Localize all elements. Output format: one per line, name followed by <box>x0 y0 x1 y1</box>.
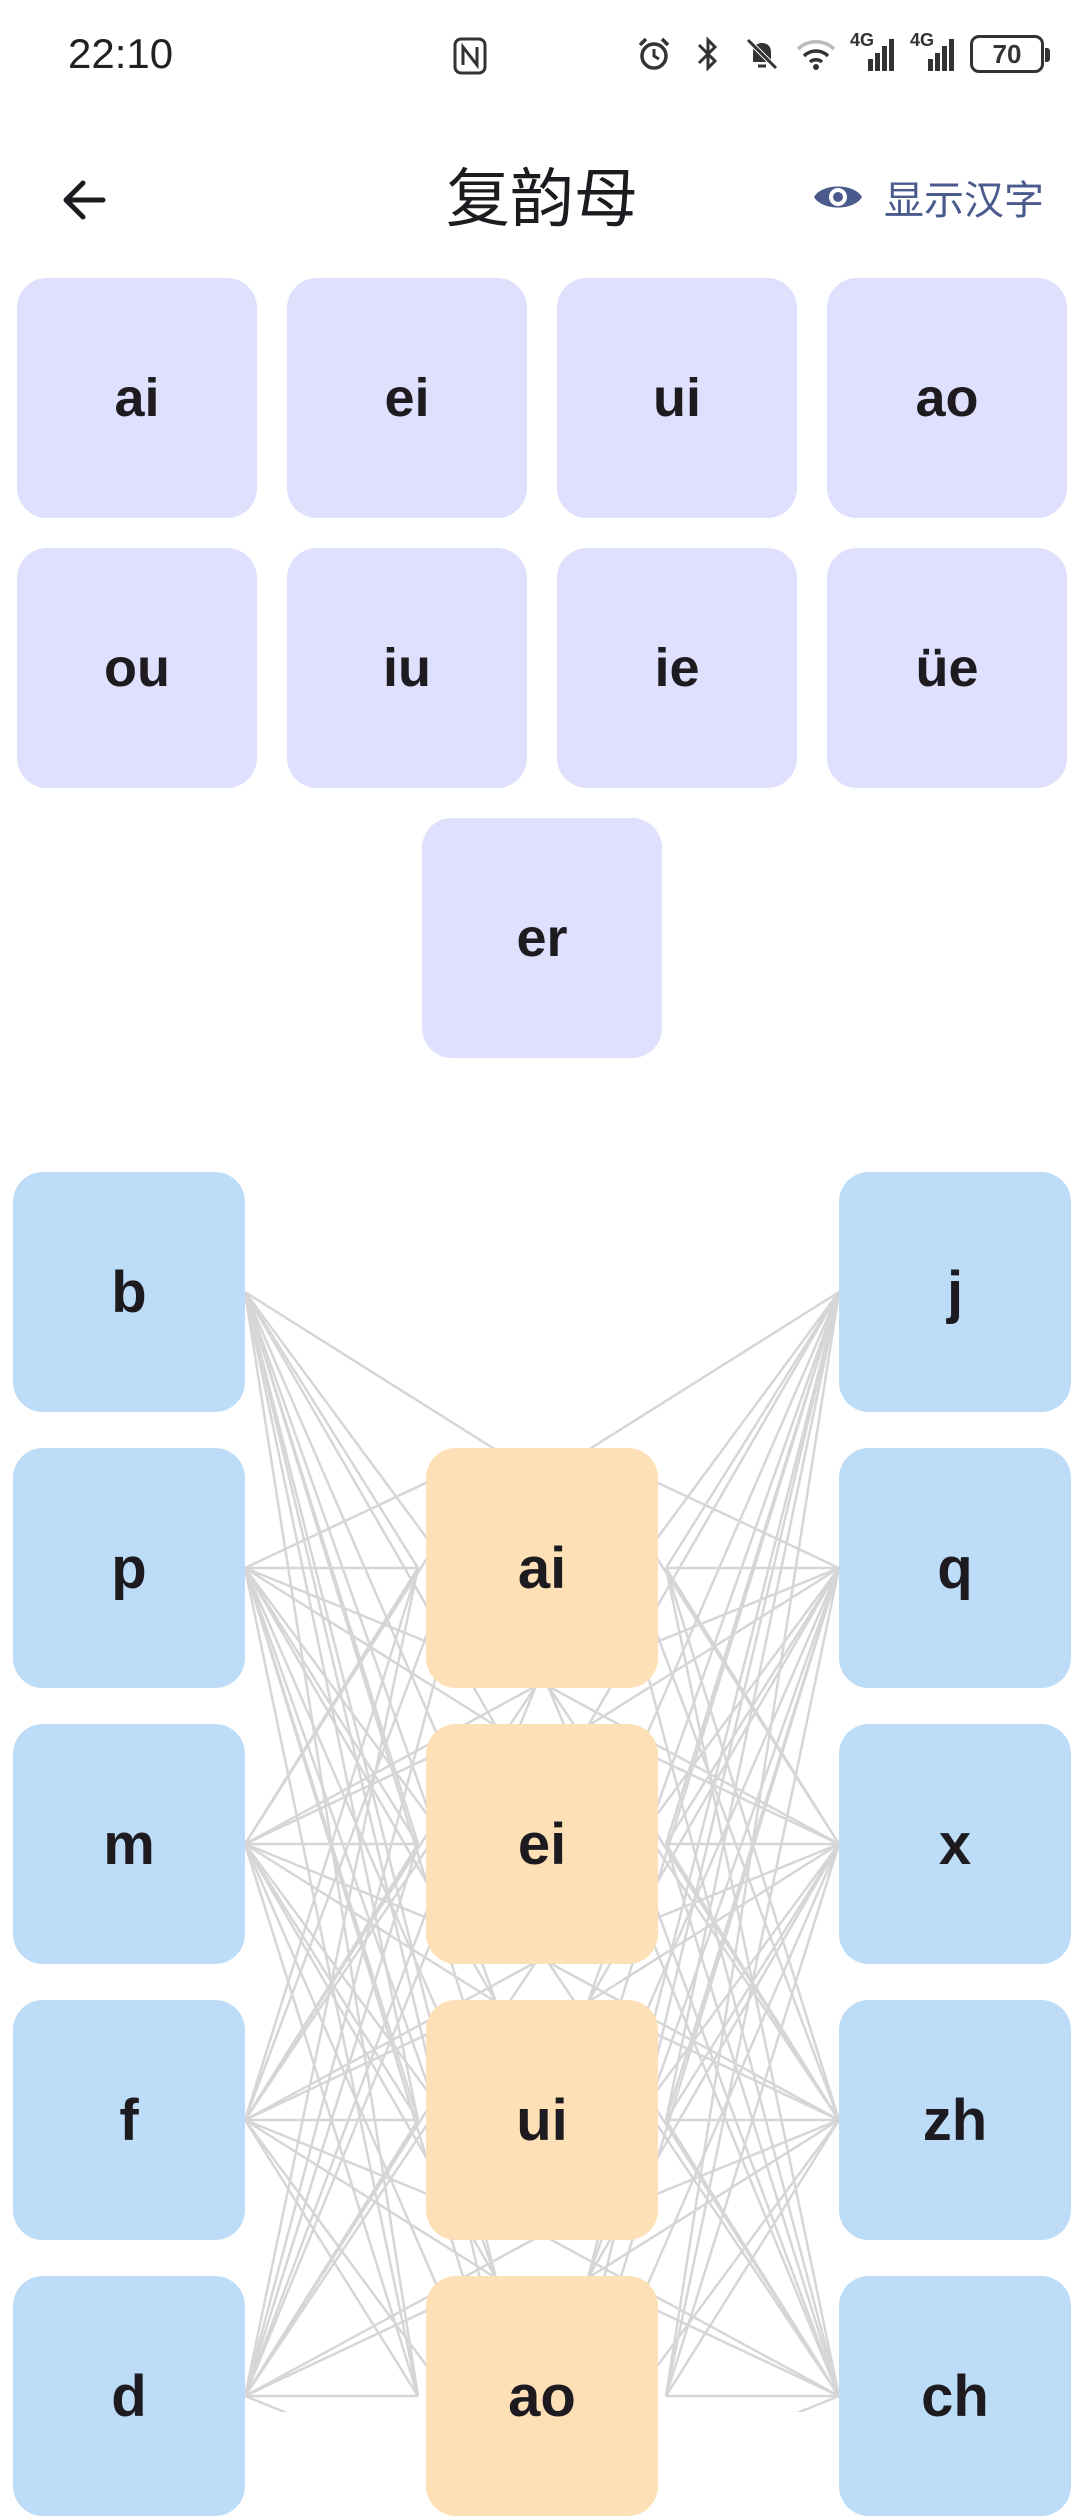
initial-tile-d[interactable]: d <box>13 2276 245 2516</box>
connection-line <box>664 1567 841 2397</box>
signal-icon: 4G <box>910 30 956 74</box>
connection-line <box>664 1843 841 2121</box>
initial-tile-b[interactable]: b <box>13 1172 245 1412</box>
nfc-icon <box>452 36 488 81</box>
connection-line <box>243 1843 420 2121</box>
connection-line <box>243 1291 420 1569</box>
connection-line <box>664 1567 841 2397</box>
eye-icon <box>814 186 862 208</box>
network-label: 4G <box>850 30 875 50</box>
connection-line <box>243 1567 420 2121</box>
connection-line <box>243 2119 420 2397</box>
initial-tile-zh[interactable]: zh <box>839 2000 1071 2240</box>
connection-line <box>243 1567 420 2397</box>
status-bar: 22:10 <box>0 0 1084 110</box>
initial-tile-p[interactable]: p <box>13 1448 245 1688</box>
connection-line <box>664 2119 841 2397</box>
battery-level: 70 <box>992 38 1022 69</box>
connection-line <box>243 1843 420 2397</box>
initial-tile-m[interactable]: m <box>13 1724 245 1964</box>
connection-line <box>243 1291 420 1845</box>
connection-line <box>664 1567 841 2121</box>
initial-tile-x[interactable]: x <box>839 1724 1071 1964</box>
final-tile-ou[interactable]: ou <box>17 548 257 788</box>
mute-icon <box>742 34 782 74</box>
connection-line <box>664 1843 841 2121</box>
connection-line <box>664 1291 841 1845</box>
connection-line <box>664 1843 841 2397</box>
center-final-ui[interactable]: ui <box>426 2000 658 2240</box>
connection-line <box>243 1291 420 2397</box>
initial-tile-ch[interactable]: ch <box>839 2276 1071 2516</box>
final-tile-ui[interactable]: ui <box>557 278 797 518</box>
arrow-left-icon <box>63 180 106 220</box>
final-tile-ai[interactable]: ai <box>17 278 257 518</box>
connection-line <box>664 1291 841 2121</box>
connection-line <box>664 1567 841 2121</box>
show-hanzi-label: 显示汉字 <box>884 179 1044 223</box>
connection-line <box>664 1291 841 1569</box>
connection-line <box>243 1567 420 2397</box>
connection-line <box>243 1567 420 1845</box>
status-icons: 4G 4G 70 <box>634 30 1050 74</box>
connection-line <box>244 1290 497 1452</box>
show-hanzi-button[interactable]: 显示汉字 <box>812 168 1044 226</box>
initial-tile-q[interactable]: q <box>839 1448 1071 1688</box>
connection-line <box>243 1843 420 2121</box>
battery-icon: 70 <box>970 35 1050 73</box>
bluetooth-icon <box>688 34 728 74</box>
back-button[interactable] <box>44 160 124 240</box>
alarm-icon <box>634 34 674 74</box>
connection-line <box>243 1567 420 1845</box>
wifi-icon <box>796 34 836 74</box>
connection-line <box>664 1291 841 2397</box>
initial-tile-j[interactable]: j <box>839 1172 1071 1412</box>
network-label: 4G <box>910 30 935 50</box>
center-final-ei[interactable]: ei <box>426 1724 658 1964</box>
final-tile-ao[interactable]: ao <box>827 278 1067 518</box>
connection-line <box>664 1567 841 1845</box>
connection-line <box>243 2119 420 2397</box>
final-tile-er[interactable]: er <box>422 818 662 1058</box>
initial-tile-f[interactable]: f <box>13 2000 245 2240</box>
final-tile-ie[interactable]: ie <box>557 548 797 788</box>
final-tile-ue[interactable]: üe <box>827 548 1067 788</box>
status-time: 22:10 <box>68 30 174 77</box>
center-final-ao[interactable]: ao <box>426 2276 658 2516</box>
connection-line <box>664 1843 841 2397</box>
center-final-ai[interactable]: ai <box>426 1448 658 1688</box>
final-tile-iu[interactable]: iu <box>287 548 527 788</box>
connection-line <box>243 1291 420 2121</box>
connection-line <box>243 1843 420 2397</box>
connection-line <box>664 1567 841 1845</box>
signal-icon: 4G <box>850 30 896 74</box>
final-tile-ei[interactable]: ei <box>287 278 527 518</box>
connection-line <box>243 1567 420 2121</box>
connection-line <box>664 2119 841 2397</box>
app-bar: 复韵母 显示汉字 <box>0 120 1084 270</box>
connection-line <box>587 1290 840 1452</box>
